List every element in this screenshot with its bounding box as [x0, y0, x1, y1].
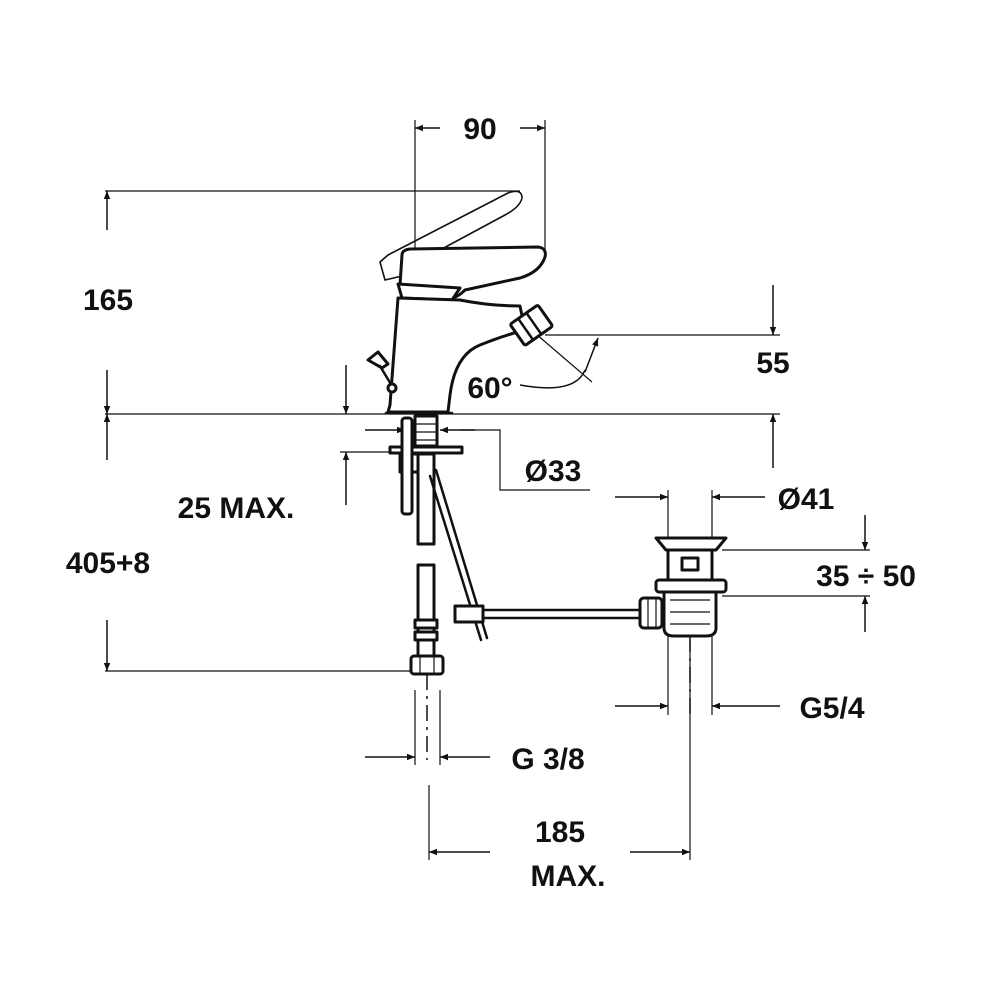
dim-rod-offset-suffix: MAX. — [531, 860, 606, 893]
dim-base-diameter: Ø33 — [525, 455, 582, 488]
dim-drain-diameter: Ø41 — [778, 483, 835, 516]
dim-below-deck-length: 405+8 — [66, 547, 150, 580]
dim-drain-range: 35 ÷ 50 — [816, 560, 916, 593]
dimension-lines — [103, 124, 869, 856]
extension-lines — [105, 120, 870, 860]
pop-up-knob — [366, 350, 398, 394]
hose-nut — [409, 654, 445, 676]
faucet-body — [366, 190, 554, 415]
under-deck-fittings — [388, 414, 489, 760]
pop-up-drain — [453, 536, 728, 720]
mixer-column — [386, 296, 527, 414]
dim-hose-thread: G 3/8 — [511, 743, 584, 776]
handle-raised-outline — [379, 190, 523, 281]
dim-drain-thread: G5/4 — [799, 692, 864, 725]
dim-spout-height: 55 — [756, 347, 789, 380]
dim-height-total: 165 — [83, 284, 133, 317]
dimension-labels: 90 165 55 60° Ø33 25 MAX. 405+8 Ø41 35 ÷… — [66, 113, 916, 893]
dim-width-top: 90 — [463, 113, 496, 146]
dim-rod-offset-value: 185 — [535, 816, 585, 849]
dim-spout-angle: 60° — [467, 372, 512, 405]
dim-deck-thickness: 25 MAX. — [178, 492, 295, 525]
swivel-nozzle — [509, 304, 554, 347]
